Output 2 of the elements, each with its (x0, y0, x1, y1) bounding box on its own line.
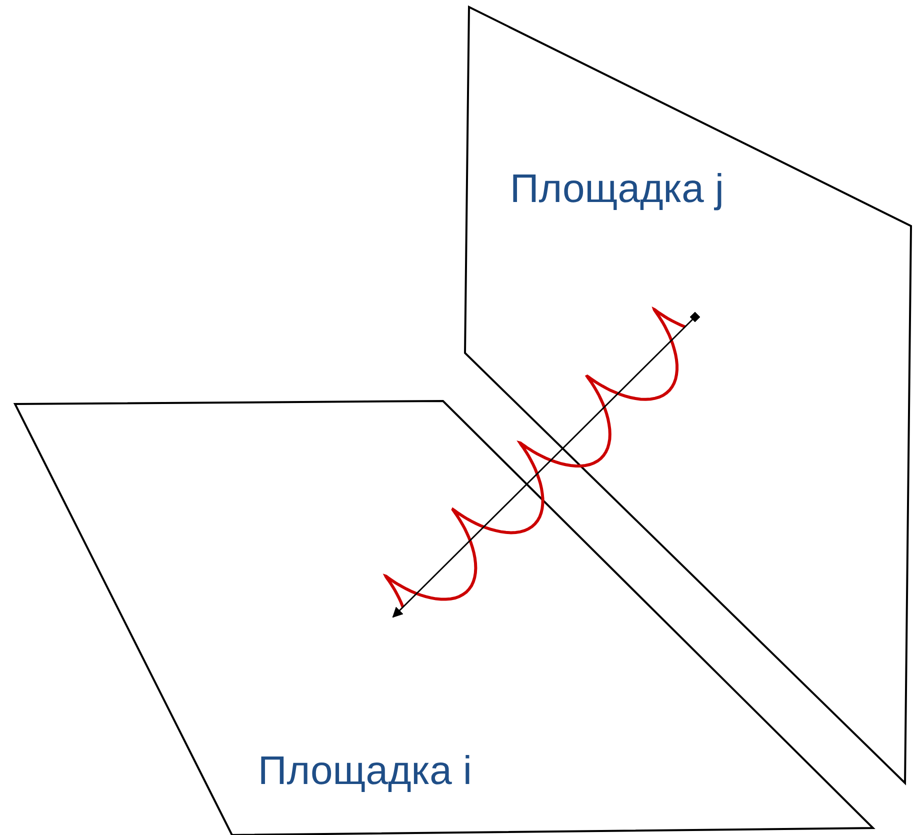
plane-label: Площадка j (510, 167, 724, 211)
plane-label: Площадка i (258, 749, 472, 793)
